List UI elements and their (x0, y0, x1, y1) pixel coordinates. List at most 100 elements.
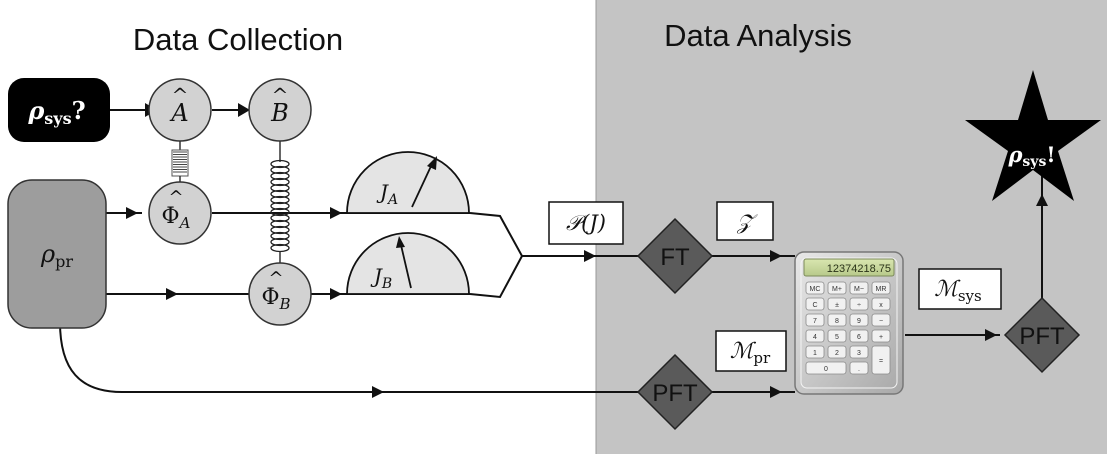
operator-B-node: ^ B (248, 78, 312, 142)
detector-A-sub: A (386, 192, 398, 208)
rho-pr-symbol: ρ (40, 240, 55, 268)
calculator-key-label: ± (835, 302, 839, 309)
calculator-key-label: 8 (835, 318, 839, 325)
pft-bottom-label: PFT (652, 380, 698, 407)
calculator-key: 8 (827, 313, 847, 327)
svg-text:ρpr: ρpr (40, 240, 73, 271)
calculator-key-label: . (858, 366, 860, 373)
detector-A-symbol: J (376, 180, 389, 204)
calculator-key-label: M+ (832, 286, 842, 293)
phi-B-node: ^ ΦB (248, 262, 312, 326)
calculator-key: 6 (849, 329, 869, 343)
M-sys-sub: sys (958, 287, 982, 305)
detector-B-symbol: J (370, 264, 383, 288)
rho-sys-query-node: ρsys? (8, 78, 110, 142)
rho-sys-query-suffix: ? (72, 96, 86, 125)
operator-A-node: ^ A (148, 78, 212, 142)
svg-text:JA: JA (376, 180, 398, 208)
svg-text:ΦA: ΦA (162, 204, 191, 232)
phi-B-hat: ^ (268, 268, 283, 289)
calculator-key: M+ (827, 281, 847, 295)
calculator-key: ± (827, 297, 847, 311)
rho-sys-result-suffix: ! (1046, 142, 1055, 167)
calculator-key: + (871, 329, 891, 343)
rho-sys-result-star: ρsys! (965, 70, 1101, 201)
rho-sys-result-sub: sys (1022, 154, 1046, 170)
calculator-key-label: 9 (857, 318, 861, 325)
pft-bottom-diamond: PFT (636, 353, 714, 431)
calculator-key-label: 1 (813, 350, 817, 357)
svg-text:ρsys?: ρsys? (27, 96, 85, 128)
calculator-key-label: x (879, 302, 883, 309)
M-pr-symbol: ℳ (730, 339, 757, 364)
calculator-key: . (849, 361, 869, 375)
calculator-screen (803, 258, 895, 277)
rho-sys-result-symbol: ρ (1007, 142, 1023, 167)
calculator-key: M− (849, 281, 869, 295)
operator-A-symbol: A (169, 99, 188, 127)
calculator-key-label: MC (810, 286, 821, 293)
rho-pr-sub: pr (55, 252, 73, 271)
rho-pr-node: ρpr (7, 179, 107, 329)
calculator-key: − (871, 313, 891, 327)
calculator-key-label: 3 (857, 350, 861, 357)
calculator-key-label: C (812, 302, 817, 309)
calculator-key-label: 4 (813, 334, 817, 341)
data-analysis-title: Data Analysis (664, 18, 852, 53)
calculator-key: ÷ (849, 297, 869, 311)
phi-A-hat: ^ (168, 187, 183, 208)
Z-symbol: 𝒵 (736, 210, 758, 234)
calculator-key-label: 0 (824, 366, 828, 373)
P-of-J-arg: (J) (581, 211, 606, 235)
calculator-key: x (871, 297, 891, 311)
rho-sys-query-symbol: ρ (27, 96, 45, 125)
calculator-key: C (805, 297, 825, 311)
operator-B-symbol: B (270, 99, 289, 127)
pft-right-diamond: PFT (1003, 296, 1081, 374)
phi-B-sub: B (279, 295, 291, 313)
svg-text:JB: JB (370, 264, 392, 292)
calculator-key-label: 5 (835, 334, 839, 341)
svg-text:𝒫(J): 𝒫(J) (566, 211, 606, 235)
calculator-key: 4 (805, 329, 825, 343)
calculator-key-label: 2 (835, 350, 839, 357)
calculator-key: = (871, 345, 891, 375)
svg-text:ℳsys: ℳsys (934, 277, 981, 305)
calculator-key-label: MR (876, 286, 887, 293)
calculator-key: 5 (827, 329, 847, 343)
phi-A-sub: A (178, 214, 191, 232)
Z-label: 𝒵 (716, 201, 774, 241)
P-of-J-label: 𝒫(J) (548, 201, 624, 245)
calculator-key-label: 7 (813, 318, 817, 325)
operator-B-hat: ^ (272, 83, 289, 107)
calculator-key: 3 (849, 345, 869, 359)
detector-A: JA (346, 151, 470, 214)
M-pr-label: ℳpr (715, 330, 787, 372)
svg-text:ΦB: ΦB (261, 285, 290, 313)
calculator-key: 7 (805, 313, 825, 327)
calculator-key: 1 (805, 345, 825, 359)
phi-B-symbol: Φ (261, 285, 279, 310)
ft-diamond: FT (636, 217, 714, 295)
phi-A-node: ^ ΦA (148, 181, 212, 245)
M-sys-label: ℳsys (918, 268, 1002, 310)
calculator-key: 2 (827, 345, 847, 359)
calculator-key-label: = (879, 358, 883, 365)
M-sys-symbol: ℳ (934, 277, 961, 302)
calculator-key: 0 (805, 361, 847, 375)
calculator-key-label: M− (854, 286, 864, 293)
svg-text:ℳpr: ℳpr (730, 339, 771, 367)
detector-B: JB (346, 232, 470, 295)
ft-label: FT (660, 244, 690, 271)
calculator-key-label: ÷ (857, 302, 861, 309)
calculator-key-label: 6 (857, 334, 861, 341)
svg-text:ρsys!: ρsys! (1007, 142, 1055, 170)
operator-A-hat: ^ (172, 83, 189, 107)
data-collection-title: Data Collection (133, 22, 343, 57)
calculator-key-label: + (879, 334, 883, 341)
rho-sys-query-sub: sys (44, 109, 71, 128)
calculator-key: MR (871, 281, 891, 295)
calculator-key: MC (805, 281, 825, 295)
